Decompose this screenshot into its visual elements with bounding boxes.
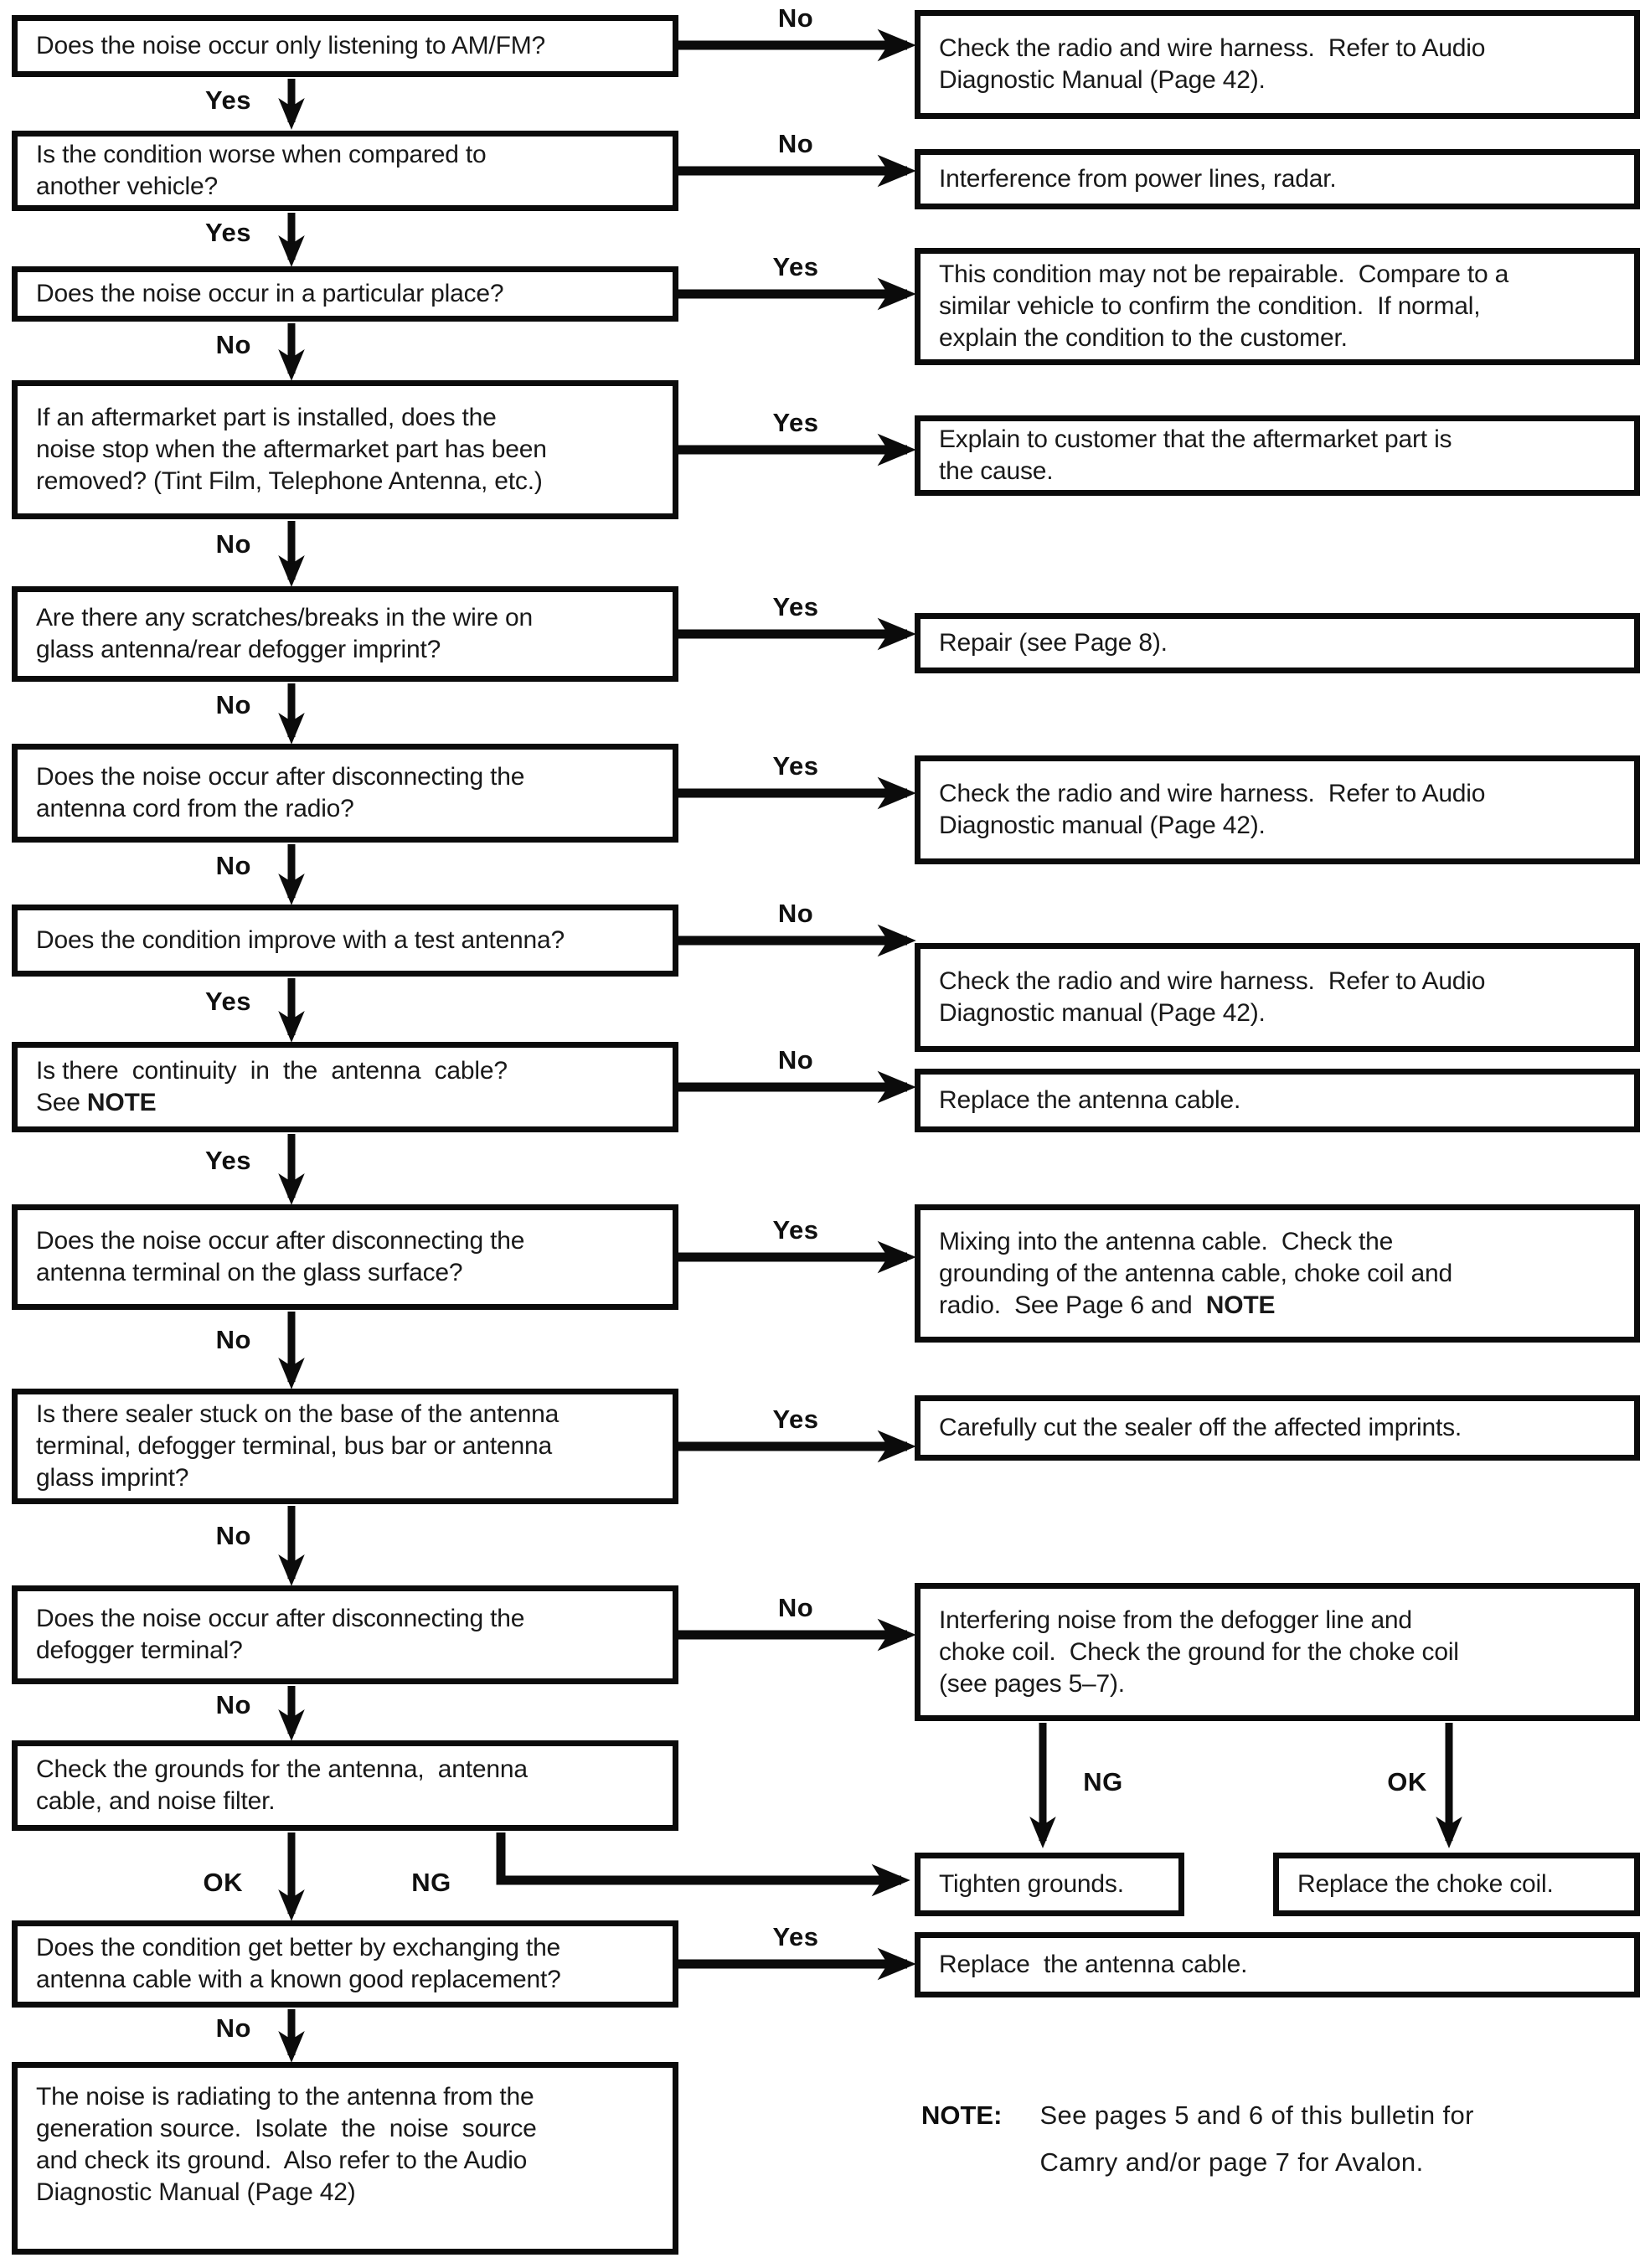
cluster-arrows [496, 1723, 1462, 1897]
edge-label-q8-no: No [777, 1045, 814, 1075]
edge-label-q11-no: No [777, 1593, 814, 1622]
result-replace-antenna-cable-1: Replace the antenna cable. [915, 1069, 1640, 1132]
edge-label-q9-yes: Yes [772, 1215, 819, 1245]
edge-label-down-q7-yes: Yes [205, 987, 251, 1016]
edge-label-down-q13-no: No [215, 2013, 251, 2043]
note-text: See pages 5 and 6 of this bulletin for C… [1039, 2100, 1474, 2177]
question-aftermarket-part: If an aftermarket part is installed, doe… [12, 380, 678, 519]
question-sealer-stuck: Is there sealer stuck on the base of the… [12, 1389, 678, 1504]
note-label: NOTE: [921, 2100, 1003, 2130]
edge-label-down-q9-no: No [215, 1325, 251, 1354]
edge-label-down-q5-no: No [215, 690, 251, 719]
edge-label-q1-no: No [777, 3, 814, 33]
result-mixing-into-antenna-cable: Mixing into the antenna cable. Check the… [915, 1204, 1640, 1343]
mixing-text-with-note: Mixing into the antenna cable. Check the… [939, 1227, 1452, 1319]
result-may-not-be-repairable: This condition may not be repairable. Co… [915, 248, 1640, 365]
arrow-q12-ng-tighten [496, 1832, 910, 1897]
edge-label-q12-ng: NG [411, 1868, 451, 1897]
edge-label-cluster-ng: NG [1083, 1767, 1123, 1796]
edge-label-down-q2-yes: Yes [205, 218, 251, 247]
question-better-with-replacement-cable: Does the condition get better by exchang… [12, 1920, 678, 2008]
see-note-reference: See NOTE [36, 1089, 157, 1116]
edge-label-q5-yes: Yes [772, 592, 819, 621]
result-repair-see-page-8: Repair (see Page 8). [915, 613, 1640, 673]
edge-label-down-q1-yes: Yes [205, 85, 251, 115]
edge-label-q10-yes: Yes [772, 1405, 819, 1434]
edge-label-q2-no: No [777, 129, 814, 158]
result-noise-radiating-from-source: The noise is radiating to the antenna fr… [12, 2062, 678, 2255]
result-replace-antenna-cable-2: Replace the antenna cable. [915, 1932, 1640, 1997]
question-worse-than-other-vehicle: Is the condition worse when compared to … [12, 131, 678, 211]
result-cut-sealer: Carefully cut the sealer off the affecte… [915, 1395, 1640, 1461]
edge-label-down-q11-no: No [215, 1690, 251, 1719]
edge-label-down-q4-no: No [215, 529, 251, 559]
result-interfering-noise-defogger: Interfering noise from the defogger line… [915, 1583, 1640, 1721]
result-tighten-grounds: Tighten grounds. [915, 1853, 1184, 1916]
result-check-radio-harness-1: Check the radio and wire harness. Refer … [915, 10, 1640, 119]
note-footer: NOTE: See pages 5 and 6 of this bulletin… [921, 2092, 1608, 2186]
question-noise-after-disconnect-defogger-terminal: Does the noise occur after disconnecting… [12, 1585, 678, 1684]
result-check-radio-harness-3: Check the radio and wire harness. Refer … [915, 943, 1640, 1052]
edge-label-q3-yes: Yes [772, 252, 819, 281]
edge-label-q6-yes: Yes [772, 751, 819, 781]
result-check-radio-harness-2: Check the radio and wire harness. Refer … [915, 755, 1640, 864]
question-continuity-antenna-cable: Is there continuity in the antenna cable… [12, 1042, 678, 1132]
result-replace-choke-coil: Replace the choke coil. [1273, 1853, 1640, 1916]
question-scratches-breaks-wire: Are there any scratches/breaks in the wi… [12, 586, 678, 682]
question-noise-only-am-fm: Does the noise occur only listening to A… [12, 15, 678, 77]
edge-label-down-q8-yes: Yes [205, 1146, 251, 1175]
edge-label-q7-no: No [777, 899, 814, 928]
edge-label-q13-yes: Yes [772, 1922, 819, 1951]
result-aftermarket-part-cause: Explain to customer that the aftermarket… [915, 415, 1640, 496]
question-noise-after-disconnect-antenna-terminal: Does the noise occur after disconnecting… [12, 1204, 678, 1310]
result-interference-power-lines: Interference from power lines, radar. [915, 149, 1640, 209]
branch-arrows [678, 28, 916, 1981]
edge-label-cluster-ok: OK [1387, 1767, 1427, 1796]
question-noise-particular-place: Does the noise occur in a particular pla… [12, 266, 678, 322]
question-noise-after-disconnect-antenna-cord: Does the noise occur after disconnecting… [12, 744, 678, 843]
edge-label-down-q10-no: No [215, 1521, 251, 1550]
step-check-grounds: Check the grounds for the antenna, anten… [12, 1740, 678, 1831]
edge-label-down-q3-no: No [215, 330, 251, 359]
edge-label-q4-yes: Yes [772, 408, 819, 437]
question-improve-with-test-antenna: Does the condition improve with a test a… [12, 905, 678, 977]
edge-label-down-q6-no: No [215, 851, 251, 880]
edge-label-down-q12-ok: OK [203, 1868, 243, 1897]
